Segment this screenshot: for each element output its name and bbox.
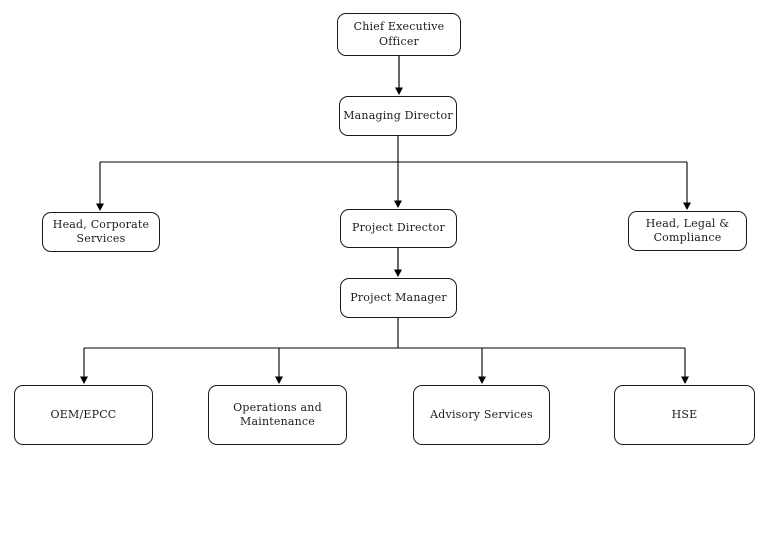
node-label: HSE bbox=[671, 407, 698, 421]
node-label: Project Director bbox=[351, 221, 446, 235]
node-label: Head, Corporate Services bbox=[52, 217, 150, 245]
node-head-corporate-services: Head, Corporate Services bbox=[42, 212, 160, 252]
node-managing-director: Managing Director bbox=[339, 96, 457, 136]
node-label: Managing Director bbox=[343, 108, 453, 122]
node-label: Head, Legal & Compliance bbox=[645, 216, 730, 244]
connector-pm-rail bbox=[84, 318, 685, 349]
node-label: Project Manager bbox=[350, 290, 447, 304]
node-project-director: Project Director bbox=[340, 209, 457, 248]
node-operations-and-maintenance: Operations and Maintenance bbox=[208, 385, 347, 445]
node-oem-epcc: OEM/EPCC bbox=[14, 385, 153, 445]
node-chief-executive-officer: Chief Executive Officer bbox=[337, 13, 461, 56]
connector-md-rail bbox=[100, 136, 687, 163]
node-label: Operations and Maintenance bbox=[233, 400, 322, 428]
node-label: Advisory Services bbox=[430, 407, 533, 421]
node-project-manager: Project Manager bbox=[340, 278, 457, 318]
node-hse: HSE bbox=[614, 385, 755, 445]
node-label: Chief Executive Officer bbox=[353, 20, 445, 48]
node-head-legal-compliance: Head, Legal & Compliance bbox=[628, 211, 747, 251]
node-advisory-services: Advisory Services bbox=[413, 385, 550, 445]
node-label: OEM/EPCC bbox=[50, 407, 117, 421]
